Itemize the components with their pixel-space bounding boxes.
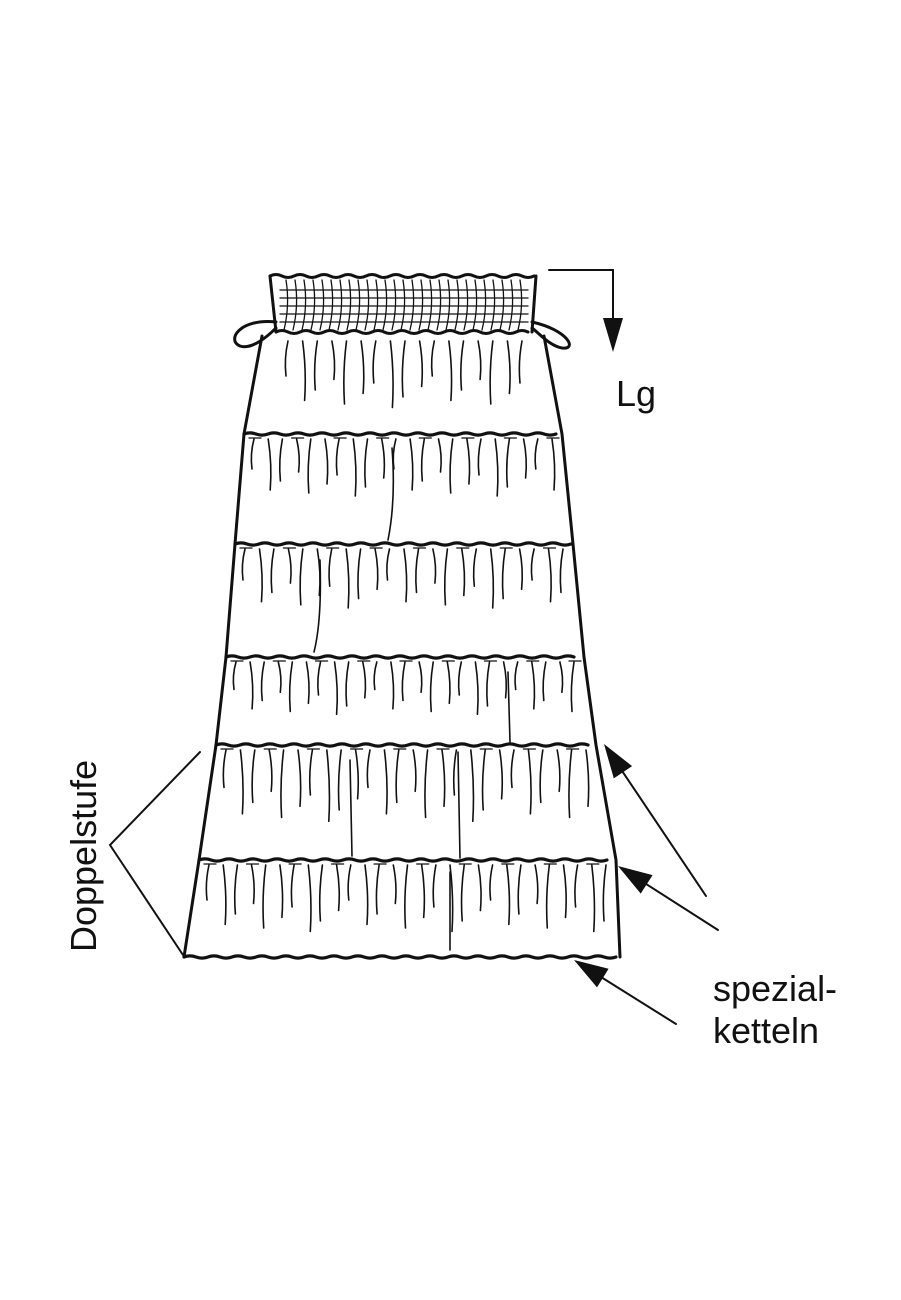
tier-3-gathers (239, 547, 564, 609)
tier-seam-2 (233, 541, 573, 547)
special-seam-label: spezial- ketteln (713, 968, 837, 1052)
length-indicator (548, 269, 623, 352)
length-label: Lg (616, 373, 657, 414)
panel-seams (313, 447, 511, 951)
waistband-bottom-edge (274, 329, 530, 335)
tier-seam-6 (182, 954, 618, 960)
tier-6-gathers (203, 863, 607, 933)
special-seam-arrow-3 (574, 960, 677, 1025)
double-tier-bracket (108, 751, 201, 956)
skirt-right-side (542, 334, 622, 959)
special-seam-arrows (574, 744, 719, 1025)
drawstring-left (233, 320, 278, 349)
tier-seam-1 (242, 431, 558, 437)
tier-seam-5 (197, 857, 609, 863)
tier-1-gathers (284, 340, 523, 409)
tier-seam-4 (214, 742, 590, 748)
special-seam-label-line1: spezial- (713, 968, 838, 1009)
special-seam-arrow-1 (604, 744, 707, 897)
special-seam-arrow-2 (618, 866, 719, 931)
drawstring-right (530, 320, 571, 350)
double-tier-label: Doppelstufe (63, 759, 104, 952)
tier-seam-3 (224, 654, 576, 660)
waistband-top-edge (268, 273, 536, 279)
tier-5-gathers (220, 748, 590, 823)
tier-2-gathers (248, 437, 560, 497)
waistband-shirring (279, 279, 529, 331)
tier-4-gathers (230, 660, 582, 716)
skirt-body (182, 273, 622, 960)
special-seam-label-line2: ketteln (713, 1010, 820, 1051)
